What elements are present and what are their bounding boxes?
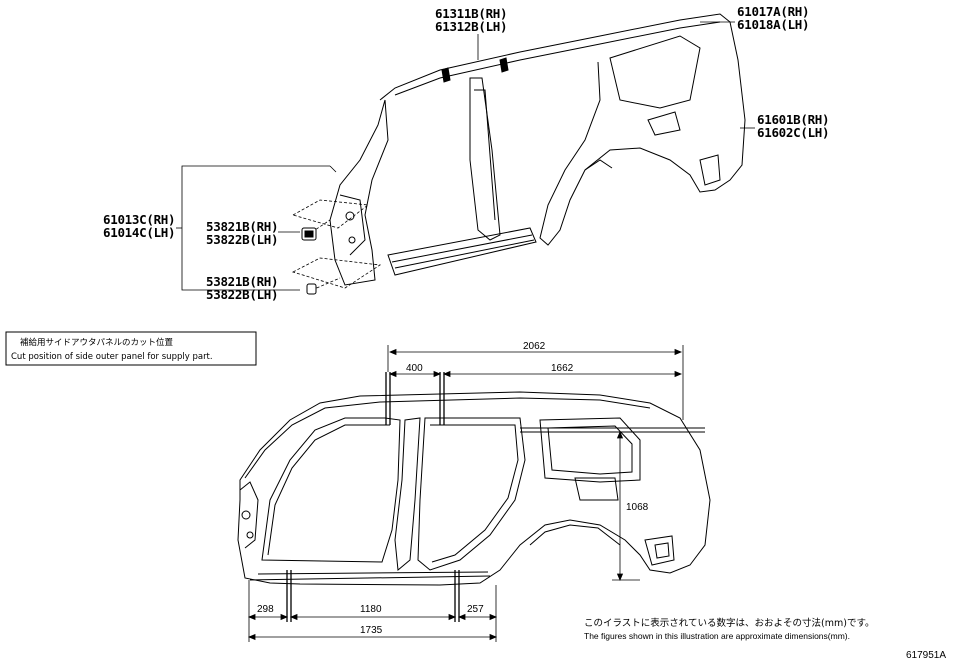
dim-bottom-mid: 1180 — [360, 604, 382, 615]
dim-top-rear: 1662 — [551, 363, 574, 374]
dim-bottom-rear: 257 — [467, 604, 484, 615]
dim-top-front: 400 — [406, 363, 423, 374]
part-number-clip-lower-rh: 53821B(RH) — [206, 274, 278, 289]
dim-overall-bottom: 1735 — [360, 625, 383, 636]
dim-overall-top: 2062 — [523, 341, 546, 352]
clip-parts — [301, 227, 317, 295]
part-number-clip-upper-rh: 53821B(RH) — [206, 219, 278, 234]
part-number-clip-upper-lh: 53822B(LH) — [206, 232, 278, 247]
part-number-roof-rear-rh: 61017A(RH) — [737, 4, 809, 19]
leader-lines — [176, 21, 755, 291]
part-number-roof-rear-lh: 61018A(LH) — [737, 17, 809, 32]
cut-position-box: 補給用サイドアウタパネルのカット位置 Cut position of side … — [5, 331, 257, 366]
figure-code: 617951A — [906, 650, 946, 661]
part-number-front-pillar-lh: 61014C(LH) — [103, 225, 175, 240]
part-number-roof-side-lh: 61312B(LH) — [435, 19, 507, 34]
dimension-lines — [247, 345, 684, 642]
clip-guide-lines — [291, 199, 382, 291]
part-number-quarter-lh: 61602C(LH) — [757, 125, 829, 140]
cut-markers — [286, 372, 460, 622]
dim-height: 1068 — [626, 502, 649, 513]
footnote-en: The figures shown in this illustration a… — [584, 631, 850, 641]
dim-bottom-front: 298 — [257, 604, 274, 615]
part-number-quarter-rh: 61601B(RH) — [757, 112, 829, 127]
exploded-panel-drawing — [329, 13, 746, 286]
part-number-roof-side-rh: 61311B(RH) — [435, 6, 507, 21]
cut-position-label-ja: 補給用サイドアウタパネルのカット位置 — [20, 337, 174, 348]
footnote-ja: このイラストに表示されている数字は、おおよその寸法(mm)です。 — [584, 617, 875, 629]
part-number-front-pillar-rh: 61013C(RH) — [103, 212, 175, 227]
part-number-clip-lower-lh: 53822B(LH) — [206, 287, 278, 302]
side-panel-drawing — [237, 391, 711, 586]
cut-position-label-en: Cut position of side outer panel for sup… — [11, 352, 213, 362]
